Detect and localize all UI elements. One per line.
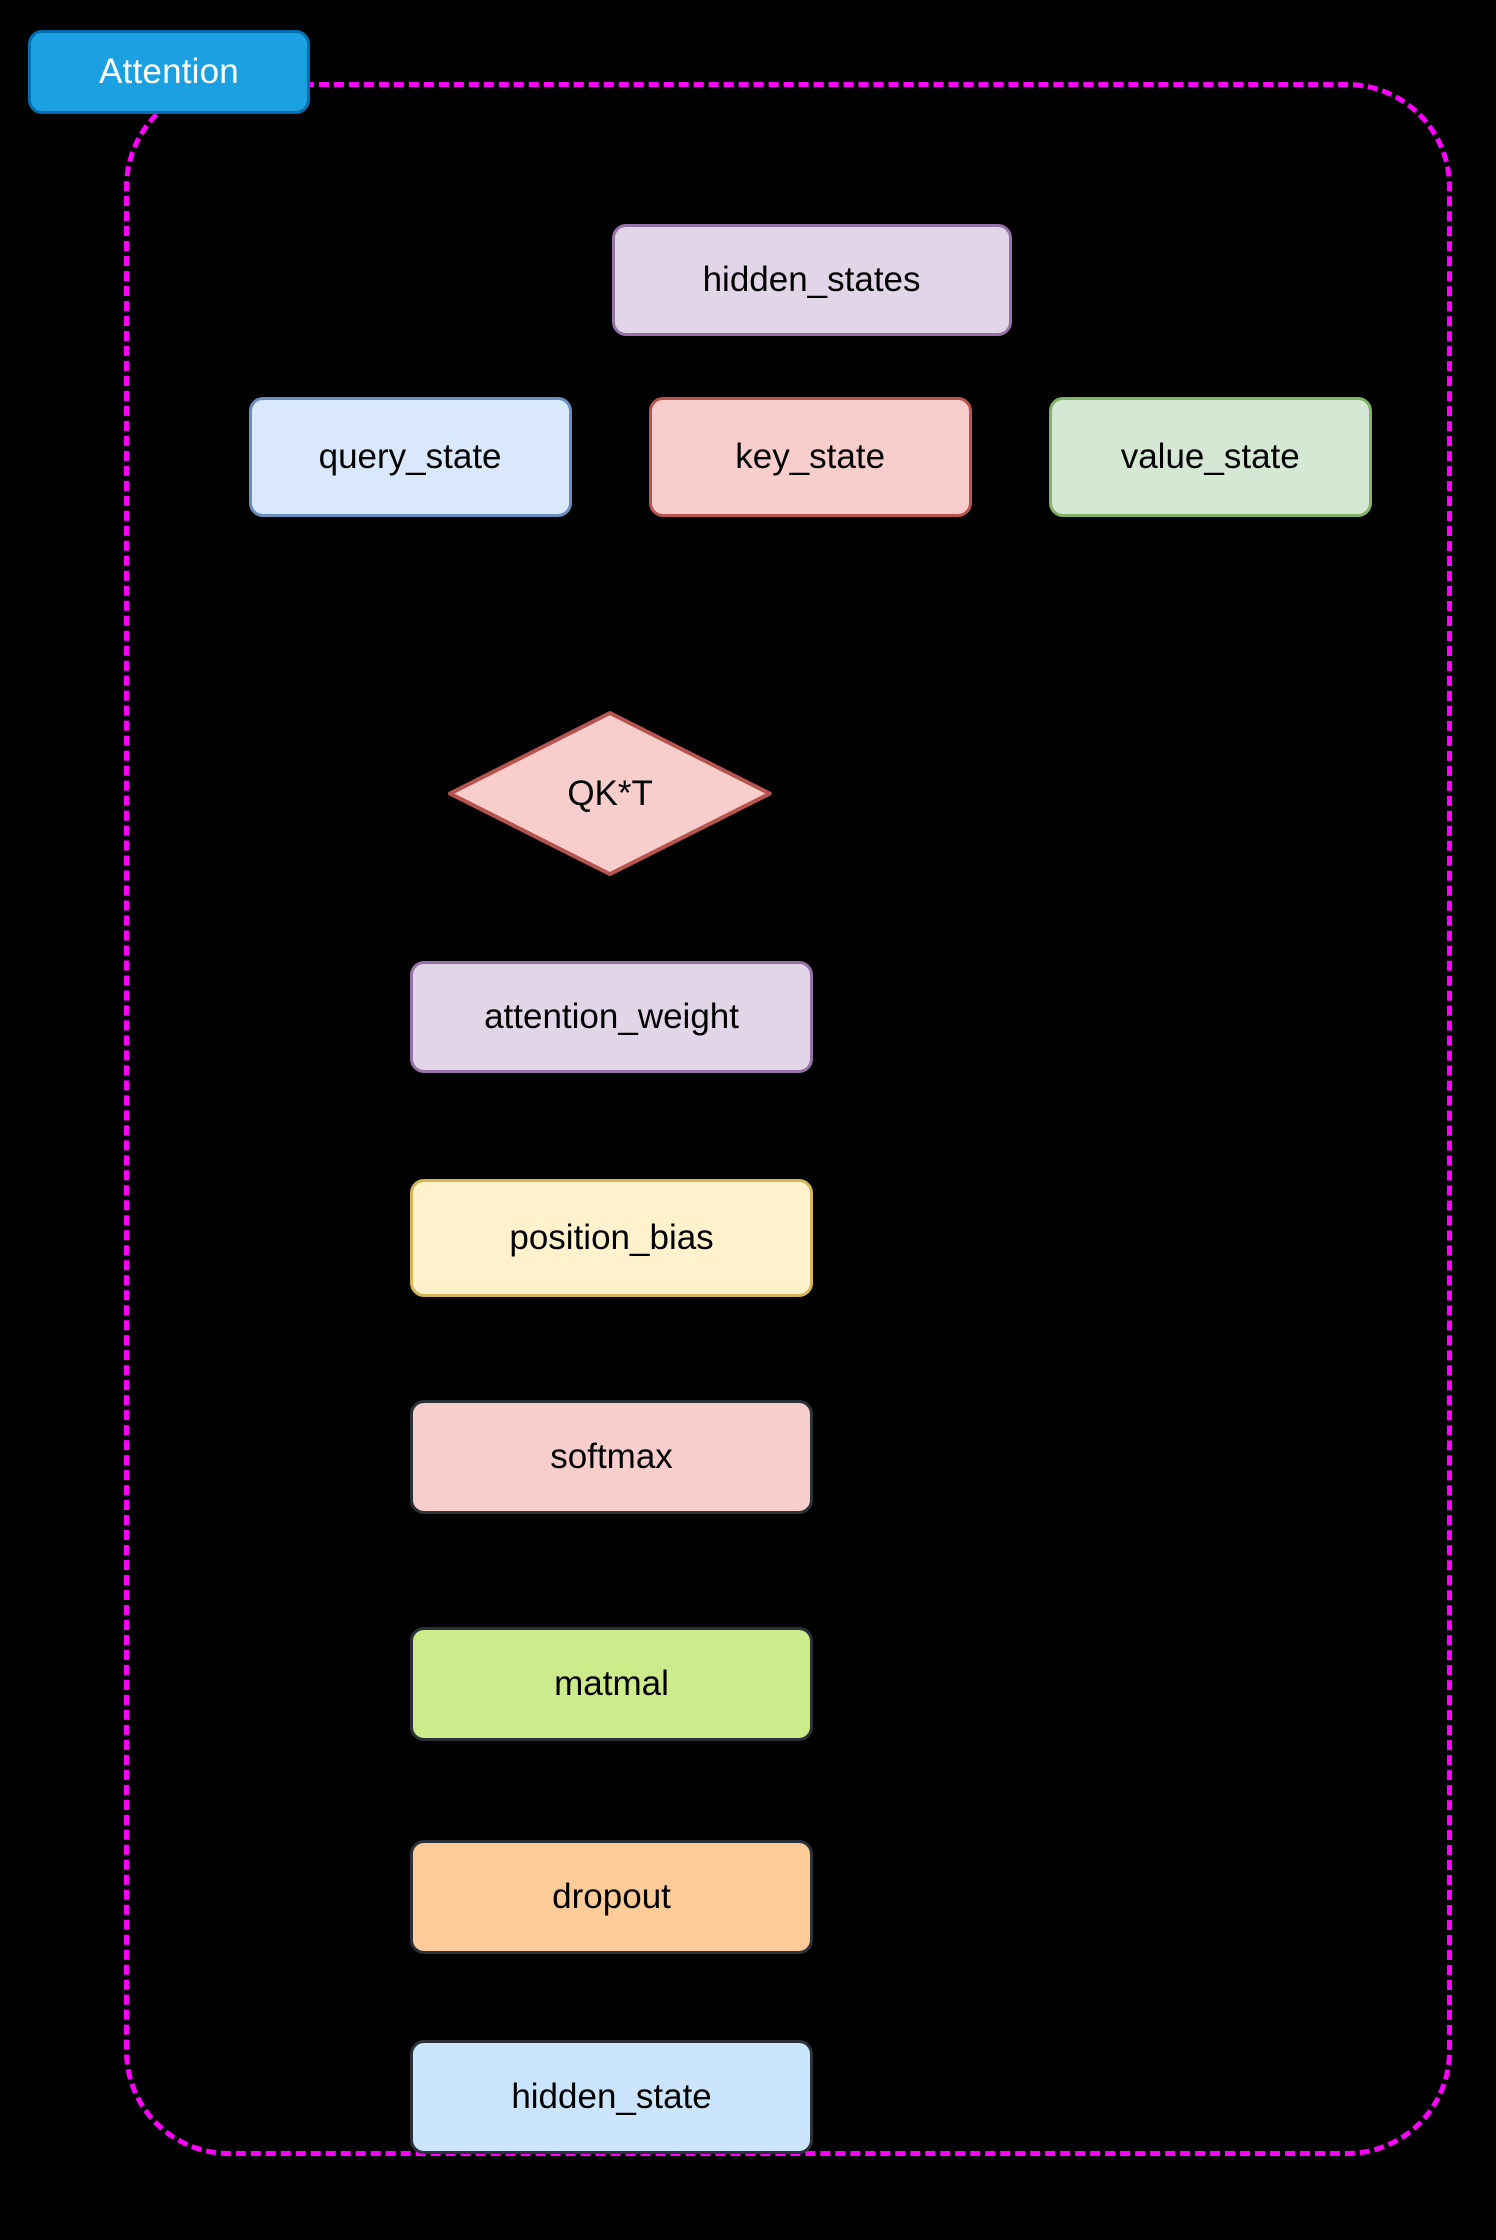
node-softmax[interactable]: softmax (410, 1400, 813, 1515)
node-label-key-state: key_state (735, 436, 886, 476)
node-label-hidden-state: hidden_state (511, 2076, 712, 2116)
node-label-hidden-states: hidden_states (702, 259, 921, 299)
node-key-state[interactable]: key_state (648, 397, 972, 518)
node-label-query-state: query_state (318, 436, 502, 476)
subgraph-title-attention[interactable]: Attention (28, 30, 310, 114)
node-label-dropout: dropout (552, 1876, 671, 1916)
node-query-state[interactable]: query_state (248, 397, 572, 518)
node-label-attention-weight: attention_weight (484, 996, 739, 1036)
node-qkt[interactable]: QK*T (447, 710, 773, 877)
node-value-state[interactable]: value_state (1048, 397, 1372, 518)
node-label-matmal: matmal (554, 1664, 669, 1704)
node-position-bias[interactable]: position_bias (410, 1178, 813, 1298)
node-label-position-bias: position_bias (509, 1217, 714, 1257)
node-matmal[interactable]: matmal (410, 1627, 813, 1742)
node-label-softmax: softmax (550, 1436, 673, 1476)
node-attention-weight[interactable]: attention_weight (410, 961, 813, 1073)
node-dropout[interactable]: dropout (410, 1840, 813, 1955)
node-hidden-states[interactable]: hidden_states (611, 224, 1012, 336)
subgraph-title-label: Attention (99, 52, 239, 91)
node-label-value-state: value_state (1120, 436, 1300, 476)
node-hidden-state[interactable]: hidden_state (410, 2040, 813, 2155)
